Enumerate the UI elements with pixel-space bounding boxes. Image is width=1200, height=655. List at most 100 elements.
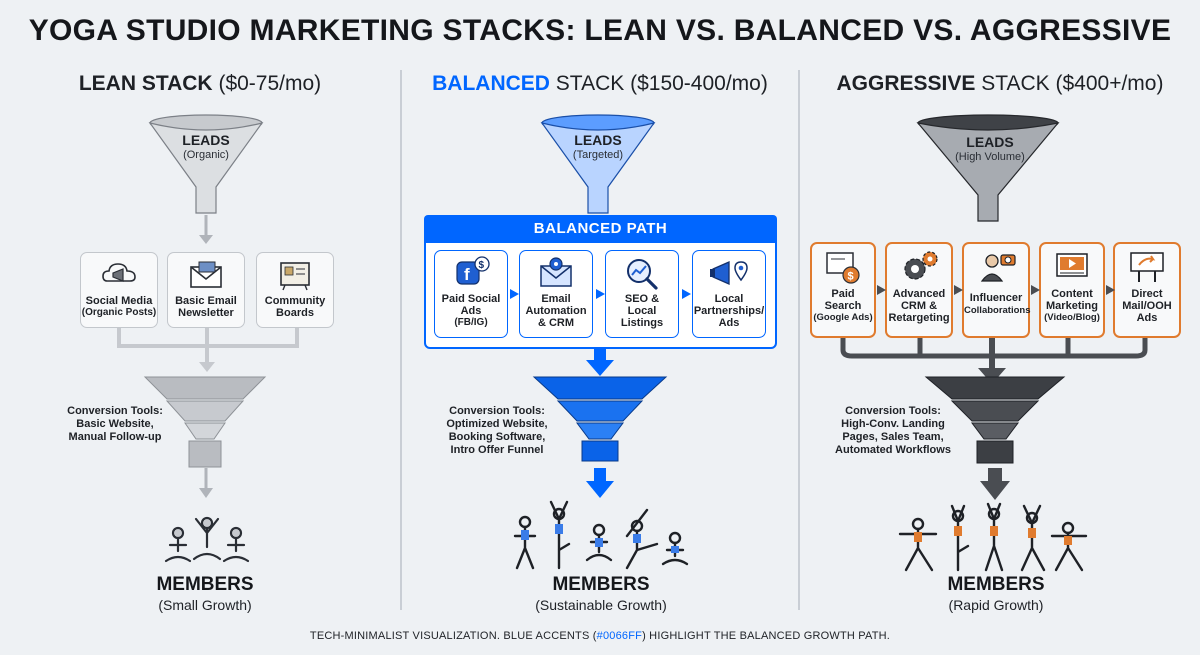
aggressive-tool-label-2: Collaborations	[964, 305, 1031, 316]
video-play-icon	[1041, 249, 1103, 290]
lean-tool-label-1: Social Media	[85, 295, 153, 307]
aggressive-tool-label-1: Content	[1051, 288, 1093, 300]
chevron-right-icon	[1106, 285, 1115, 295]
aggressive-tool-label-1: Direct	[1131, 288, 1163, 300]
email-icon	[168, 259, 244, 296]
aggressive-tool-advanced-crm: Advanced CRM & Retargeting	[885, 242, 953, 338]
balanced-tool-label-1: Local	[714, 293, 744, 305]
conversion-line: Automated Workflows	[835, 444, 951, 456]
aggressive-stack-column: AGGRESSIVE STACK ($400+/mo) LEADS (High …	[800, 60, 1200, 620]
page-title: YOGA STUDIO MARKETING STACKS: LEAN VS. B…	[28, 14, 1172, 47]
aggressive-tool-direct-mail: Direct Mail/OOH Ads	[1113, 242, 1181, 338]
balanced-tool-label-1: Paid Social	[441, 293, 501, 305]
lean-leads-title: LEADS	[182, 132, 230, 148]
aggressive-tool-label-2: Search	[824, 300, 862, 312]
chevron-right-icon	[682, 289, 691, 299]
aggressive-tool-label-2: CRM &	[900, 300, 938, 312]
meditating-people-icon	[164, 516, 250, 563]
column-divider	[798, 70, 800, 610]
lean-tool-basic-email: Basic Email Newsletter	[167, 252, 245, 328]
aggressive-tool-label-3: Retargeting	[888, 312, 950, 324]
conversion-line: High-Conv. Landing	[841, 418, 945, 430]
aggressive-tool-content-marketing: Content Marketing (Video/Blog)	[1039, 242, 1105, 338]
megaphone-cloud-icon	[81, 259, 157, 296]
seo-magnifier-icon	[606, 256, 678, 295]
balanced-tool-label-2: Partnerships/	[693, 305, 765, 317]
balanced-leads-funnel	[540, 114, 656, 214]
aggressive-conversion-funnel	[924, 376, 1066, 464]
conversion-line: Conversion Tools:	[67, 405, 163, 417]
chevron-right-icon	[1031, 285, 1040, 295]
balanced-conversion-text: Conversion Tools: Optimized Website, Boo…	[422, 405, 572, 457]
footnote-text: TECH-MINIMALIST VISUALIZATION. BLUE ACCE…	[309, 630, 597, 642]
balanced-path-banner: BALANCED PATH	[424, 215, 777, 243]
lean-tool-label-2: Boards	[276, 307, 314, 319]
conversion-line: Intro Offer Funnel	[450, 444, 544, 456]
conversion-line: Pages, Sales Team,	[842, 431, 944, 443]
conversion-line: Basic Website,	[76, 418, 154, 430]
conversion-line: Manual Follow-up	[68, 431, 162, 443]
lean-members-label: MEMBERS	[156, 574, 254, 595]
balanced-tool-local-partnerships: Local Partnerships/ Ads	[692, 250, 766, 338]
aggressive-members-label: MEMBERS	[947, 574, 1045, 595]
balanced-heading-rest: STACK ($150-400/mo)	[549, 72, 768, 95]
yoga-people-icon	[513, 500, 689, 570]
balanced-leads-title: LEADS	[574, 132, 622, 148]
lean-stack-heading: LEAN STACK ($0-75/mo)	[0, 72, 400, 96]
aggressive-heading-rest: STACK ($400+/mo)	[975, 72, 1164, 95]
conversion-line: Conversion Tools:	[845, 405, 941, 417]
chevron-right-icon	[510, 289, 519, 299]
footnote: TECH-MINIMALIST VISUALIZATION. BLUE ACCE…	[0, 630, 1200, 642]
gears-icon	[887, 249, 951, 290]
down-arrow-icon	[586, 468, 614, 498]
lean-conversion-text: Conversion Tools: Basic Website, Manual …	[45, 405, 185, 444]
search-dollar-icon: $	[812, 249, 874, 290]
balanced-tool-label-3: Listings	[620, 317, 664, 329]
balanced-tool-seo-local: SEO & Local Listings	[605, 250, 679, 338]
aggressive-tool-label-3: (Video/Blog)	[1044, 312, 1100, 323]
conversion-line: Optimized Website,	[446, 418, 548, 430]
aggressive-tool-influencer: Influencer Collaborations	[962, 242, 1031, 338]
lean-tool-label-2: (Organic Posts)	[81, 307, 157, 318]
megaphone-pin-icon	[693, 256, 765, 295]
balanced-tool-paid-social: f $ Paid Social Ads (FB/IG)	[434, 250, 508, 338]
down-arrow-icon	[199, 215, 213, 244]
balanced-heading-bold: BALANCED	[432, 72, 550, 95]
balanced-growth-label: (Sustainable Growth)	[535, 597, 667, 613]
svg-text:$: $	[848, 271, 854, 283]
facebook-dollar-icon: f $	[435, 256, 507, 295]
lean-conversion-funnel	[143, 376, 267, 468]
balanced-tool-label-1: SEO &	[624, 293, 660, 305]
svg-text:f: f	[464, 265, 470, 284]
aggressive-tool-label-3: Ads	[1136, 312, 1158, 324]
influencer-camera-icon	[964, 249, 1028, 290]
footnote-text: ) HIGHLIGHT THE BALANCED GROWTH PATH.	[642, 630, 891, 642]
aggressive-heading-bold: AGGRESSIVE	[836, 72, 976, 95]
balanced-members-label: MEMBERS	[552, 574, 650, 595]
conversion-line: Conversion Tools:	[449, 405, 545, 417]
aggressive-leads-subtitle: (High Volume)	[955, 151, 1025, 163]
lean-stack-column: LEAN STACK ($0-75/mo) LEADS (Organic) So…	[0, 60, 400, 620]
lean-tool-label-1: Community	[264, 295, 326, 307]
svg-text:$: $	[479, 260, 485, 271]
down-arrow-icon	[586, 349, 614, 376]
aggressive-tool-paid-search: $ Paid Search (Google Ads)	[810, 242, 876, 338]
balanced-leads-subtitle: (Targeted)	[572, 149, 624, 161]
aggressive-leads-title: LEADS	[966, 134, 1014, 150]
balanced-conversion-funnel	[532, 376, 668, 462]
lean-tool-community-boards: Community Boards	[256, 252, 334, 328]
footnote-hex: #0066FF	[596, 630, 643, 642]
column-divider	[400, 70, 402, 610]
balanced-stack-column: BALANCED STACK ($150-400/mo) LEADS (Targ…	[402, 60, 798, 620]
aggressive-growth-label: (Rapid Growth)	[948, 597, 1044, 613]
balanced-tool-label-2: Local	[627, 305, 657, 317]
chevron-right-icon	[954, 285, 963, 295]
down-arrow-icon	[980, 468, 1010, 500]
lean-merge-connector	[117, 328, 299, 372]
lean-tool-label-1: Basic Email	[175, 295, 237, 307]
aggressive-merge-connector	[840, 338, 1148, 384]
chevron-right-icon	[596, 289, 605, 299]
aggressive-leads-funnel	[916, 114, 1060, 222]
lean-growth-label: (Small Growth)	[158, 597, 252, 613]
